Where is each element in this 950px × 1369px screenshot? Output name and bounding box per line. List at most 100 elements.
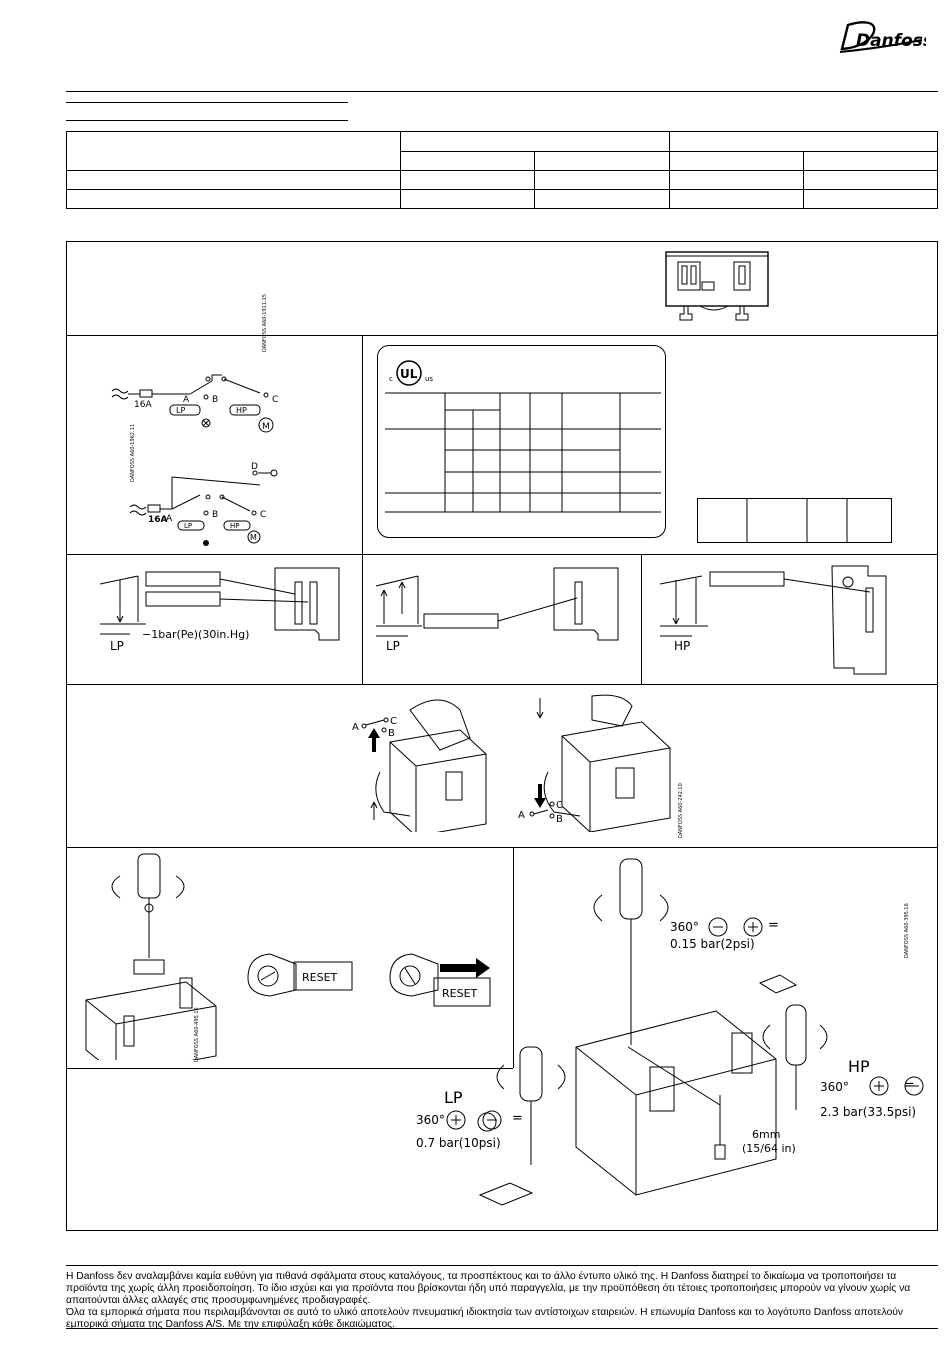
spec-cell — [534, 189, 670, 209]
drawing-code: DANFOSS A60-1962.11 — [130, 424, 136, 482]
reset-label: RESET — [302, 971, 338, 984]
terminal-c: C — [260, 510, 266, 520]
section-divider — [66, 554, 938, 555]
pressure-switch-illustration — [665, 251, 769, 321]
motor-tag: M — [250, 533, 257, 542]
terminal-a: A — [183, 395, 190, 405]
spec-cell — [66, 170, 401, 190]
footer-disclaimer: Η Danfoss δεν αναλαμβάνει καμία ευθύνη γ… — [66, 1271, 938, 1331]
hp-label: HP — [674, 639, 690, 653]
lp-range-diagram: LP — [375, 567, 619, 653]
spec-cell — [534, 150, 670, 171]
hp-angle: 360° — [820, 1080, 849, 1094]
drawing-code: DANFOSS A60-1911.15 — [262, 294, 268, 352]
terminal-c: C — [272, 395, 278, 405]
fuse-label: 16A — [148, 515, 168, 525]
ul-listed-mark: c UL us — [389, 360, 433, 386]
spec-cell — [802, 189, 939, 209]
terminal-a: A — [352, 722, 359, 733]
diff-angle: 360° — [670, 920, 699, 934]
terminal-c: C — [390, 716, 397, 727]
terminal-b: B — [212, 395, 218, 405]
reset-label: RESET — [442, 987, 478, 1000]
terminal-b: B — [556, 814, 563, 825]
ul-mark-c: c — [389, 375, 393, 383]
terminal-b: B — [212, 510, 218, 520]
diff-equals: = — [768, 918, 779, 933]
lp-rotation-symbols — [446, 1110, 502, 1130]
drawing-code: DANFOSS A60-495.12 — [194, 1007, 200, 1062]
terminal-a: A — [166, 514, 173, 524]
spec-cell — [668, 150, 804, 171]
ul-mark-us: us — [425, 375, 433, 383]
hp-setting-diagram: HP — [659, 565, 887, 675]
spec-cell — [668, 189, 804, 209]
footer-rule — [66, 1265, 938, 1266]
terminal-a: A — [518, 810, 525, 821]
column-divider — [641, 554, 642, 684]
lp-label: LP — [110, 639, 124, 653]
terminal-d: D — [251, 462, 258, 472]
column-divider — [513, 847, 514, 1068]
manual-reset-illustration-1: A C B — [352, 699, 487, 832]
spec-cell — [802, 170, 939, 190]
spec-cell — [802, 150, 939, 171]
lp-tag: LP — [176, 406, 185, 415]
pin-size: 6mm — [752, 1128, 781, 1141]
terminal-c: C — [556, 800, 563, 811]
header-rule — [66, 91, 938, 92]
reset-button-default: RESET — [247, 953, 353, 997]
spec-cell — [66, 131, 401, 171]
spec-cell — [399, 170, 536, 190]
hp-tag: HP — [230, 522, 240, 530]
spec-table — [66, 131, 939, 209]
footer-line-1: Η Danfoss δεν αναλαμβάνει καμία ευθύνη γ… — [66, 1271, 911, 1306]
spec-cell — [668, 170, 804, 190]
spec-cell — [668, 131, 938, 152]
lp-vacuum-value: −1bar(Pe)(30in.Hg) — [142, 628, 249, 641]
hp-label: HP — [848, 1057, 870, 1076]
spec-cell — [399, 150, 536, 171]
footer-line-2: Όλα τα εμπορικά σήματα που περιλαμβάνοντ… — [66, 1307, 904, 1330]
hp-equals: = — [904, 1078, 915, 1093]
hp-value: 2.3 bar(33.5psi) — [820, 1105, 917, 1119]
ul-rating-box — [377, 345, 666, 538]
spec-cell — [66, 189, 401, 209]
section-divider — [66, 684, 938, 685]
lp-value: 0.7 bar(10psi) — [416, 1136, 501, 1150]
motor-tag: M — [262, 422, 270, 432]
lp-label: LP — [444, 1088, 463, 1107]
lp-equals: = — [512, 1111, 523, 1126]
ul-rating-table — [385, 392, 661, 513]
danfoss-logo: Danfoss — [839, 21, 926, 53]
pin-size-in: (15/64 in) — [742, 1142, 796, 1155]
column-divider — [362, 335, 363, 684]
terminal-b: B — [388, 728, 395, 739]
section-divider — [66, 335, 938, 336]
hp-tag: HP — [236, 406, 247, 415]
ul-mark-ul: UL — [400, 367, 418, 381]
lp-angle: 360° — [416, 1113, 445, 1127]
lp-setting-diagram: LP −1bar(Pe)(30in.Hg) — [99, 567, 340, 653]
lp-label: LP — [386, 639, 400, 653]
lp-tag: LP — [184, 522, 192, 530]
section-divider — [66, 1068, 513, 1069]
drawing-code: DANFOSS A60-395.16 — [904, 903, 910, 958]
adjustment-illustration — [477, 858, 924, 1206]
instruction-frame — [66, 241, 938, 1231]
spec-cell — [534, 170, 670, 190]
section-divider — [66, 847, 938, 848]
brand-name: Danfoss — [856, 31, 926, 51]
manual-reset-illustration-2: A C B — [518, 694, 671, 832]
fuse-label: 16A — [134, 400, 152, 410]
spec-cell — [399, 189, 536, 209]
aux-table — [697, 498, 892, 543]
title-rule-2 — [66, 120, 348, 121]
wiring-diagram-1: 16A B A C LP HP M — [111, 374, 278, 433]
reset-button-pulled: RESET — [389, 953, 491, 1007]
wiring-diagram-2: 16A D B A C LP HP M — [129, 462, 278, 546]
spec-cell — [400, 131, 670, 152]
footer-rule — [66, 1328, 938, 1329]
drawing-code: DANFOSS A60-242.10 — [678, 783, 684, 838]
title-rule-1 — [66, 102, 348, 103]
